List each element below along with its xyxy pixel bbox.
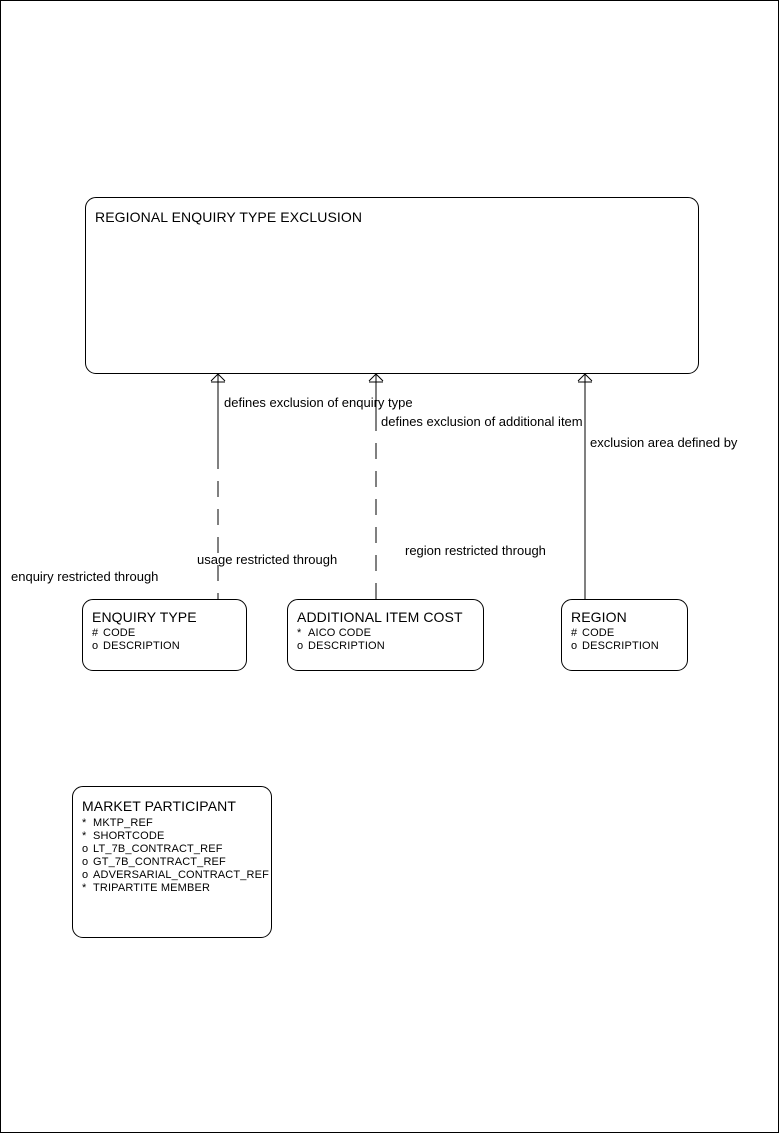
attribute-name: LT_7B_CONTRACT_REF — [93, 843, 223, 855]
attribute-marker: o — [82, 843, 89, 855]
attribute-marker: o — [82, 869, 89, 881]
attribute-marker: o — [297, 640, 304, 652]
entity-title: ENQUIRY TYPE — [92, 609, 197, 625]
attribute-marker: # — [92, 627, 99, 639]
connector-region — [577, 373, 593, 599]
relationship-label-exclusion-area-defined-by: exclusion area defined by — [590, 435, 738, 450]
entity-market-participant[interactable]: MARKET PARTICIPANT * MKTP_REF * SHORTCODE … — [72, 786, 272, 938]
attribute-row: o DESCRIPTION — [571, 640, 659, 653]
attribute-name: GT_7B_CONTRACT_REF — [93, 856, 226, 868]
attribute-row: # CODE — [571, 627, 659, 640]
attribute-list: * MKTP_REF * SHORTCODE o LT_7B_CONTRACT_REF… — [82, 817, 269, 895]
attribute-row: # CODE — [92, 627, 180, 640]
attribute-name: CODE — [582, 627, 615, 639]
attribute-list: * AICO CODE o DESCRIPTION — [297, 627, 385, 653]
attribute-name: ADVERSARIAL_CONTRACT_REF — [93, 869, 269, 881]
attribute-name: DESCRIPTION — [582, 640, 659, 652]
attribute-row: o DESCRIPTION — [92, 640, 180, 653]
attribute-marker: * — [82, 817, 87, 829]
attribute-list: # CODE o DESCRIPTION — [92, 627, 180, 653]
entity-title: ADDITIONAL ITEM COST — [297, 609, 463, 625]
entity-additional-item-cost[interactable]: ADDITIONAL ITEM COST * AICO CODE o DESCRIP… — [287, 599, 484, 671]
attribute-marker: # — [571, 627, 578, 639]
attribute-row: * AICO CODE — [297, 627, 385, 640]
relationship-label-usage-restricted-through: usage restricted through — [197, 552, 338, 567]
attribute-row: o GT_7B_CONTRACT_REF — [82, 856, 269, 869]
entity-enquiry-type[interactable]: ENQUIRY TYPE # CODE o DESCRIPTION — [82, 599, 247, 671]
attribute-marker: o — [92, 640, 99, 652]
entity-title: REGION — [571, 609, 627, 625]
entity-title: MARKET PARTICIPANT — [82, 798, 237, 814]
attribute-row: * TRIPARTITE MEMBER — [82, 882, 269, 895]
attribute-marker: * — [297, 627, 302, 639]
attribute-row: * MKTP_REF — [82, 817, 269, 830]
entity-region[interactable]: REGION # CODE o DESCRIPTION — [561, 599, 688, 671]
attribute-row: * SHORTCODE — [82, 830, 269, 843]
attribute-name: DESCRIPTION — [308, 640, 385, 652]
attribute-row: o LT_7B_CONTRACT_REF — [82, 843, 269, 856]
entity-title: REGIONAL ENQUIRY TYPE EXCLUSION — [95, 209, 363, 225]
attribute-name: TRIPARTITE MEMBER — [93, 882, 211, 894]
crowsfoot-enquiry-type — [210, 373, 226, 383]
crowsfoot-additional-item-cost — [368, 373, 384, 383]
attribute-marker: * — [82, 830, 87, 842]
crowsfoot-region — [577, 373, 593, 383]
attribute-name: DESCRIPTION — [103, 640, 180, 652]
attribute-marker: o — [571, 640, 578, 652]
attribute-marker: o — [82, 856, 89, 868]
attribute-name: CODE — [103, 627, 136, 639]
attribute-name: MKTP_REF — [93, 817, 153, 829]
attribute-name: AICO CODE — [308, 627, 372, 639]
relationship-label-defines-exclusion-of-additional-item: defines exclusion of additional item — [381, 414, 583, 429]
attribute-name: SHORTCODE — [93, 830, 165, 842]
attribute-row: o ADVERSARIAL_CONTRACT_REF — [82, 869, 269, 882]
entity-regional-enquiry-type-exclusion[interactable]: REGIONAL ENQUIRY TYPE EXCLUSION — [85, 197, 699, 374]
relationship-label-enquiry-restricted-through: enquiry restricted through — [11, 569, 159, 584]
relationship-label-region-restricted-through: region restricted through — [405, 543, 546, 558]
relationship-label-defines-exclusion-of-enquiry-type: defines exclusion of enquiry type — [224, 395, 413, 410]
attribute-marker: * — [82, 882, 87, 894]
attribute-list: # CODE o DESCRIPTION — [571, 627, 659, 653]
attribute-row: o DESCRIPTION — [297, 640, 385, 653]
